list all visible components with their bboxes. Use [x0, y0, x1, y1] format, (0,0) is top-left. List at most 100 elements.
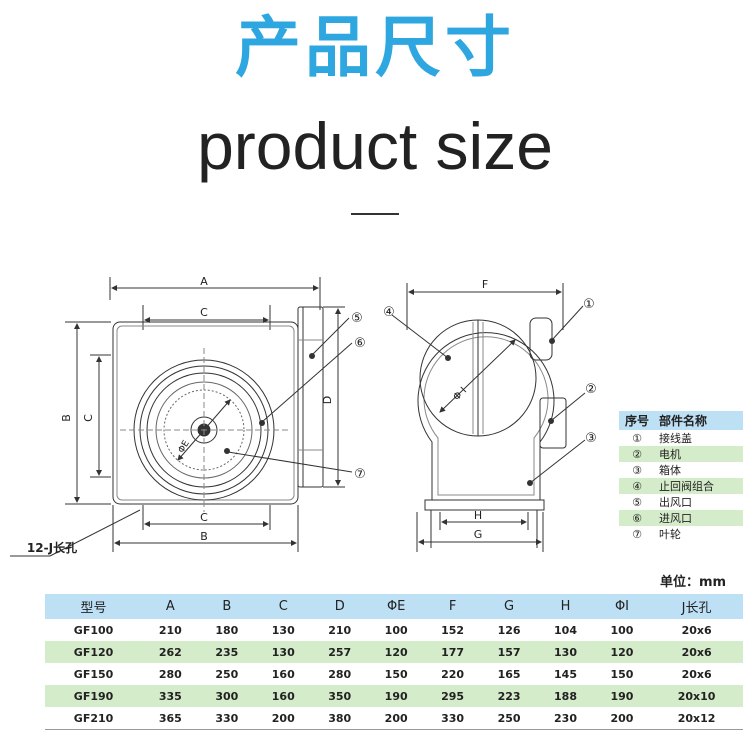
table-row: GF120 262 235 130 257 120 177 157 130 12…	[45, 641, 743, 663]
label-F: F	[482, 278, 488, 291]
table-cell: 210	[158, 623, 182, 637]
callout-7-front: ⑦	[354, 467, 366, 482]
table-cell: 20x10	[650, 685, 743, 707]
table-cell: 145	[554, 667, 577, 681]
table-cell: 330	[424, 707, 481, 730]
table-cell: 200	[593, 707, 651, 730]
table-cell: 150	[384, 667, 408, 681]
table-cell: 20x6	[681, 623, 712, 637]
table-cell: 280	[158, 667, 182, 681]
table-row: GF210 365 330 200 380 200 330 250 230 20…	[45, 707, 743, 730]
table-cell: 130	[255, 641, 312, 663]
table-cell: GF120	[45, 641, 143, 663]
legend-num: ③	[632, 463, 642, 477]
label-B-left: B	[60, 414, 73, 422]
table-cell: GF100	[73, 623, 114, 637]
spec-header: H	[537, 594, 594, 619]
table-cell: 280	[328, 667, 352, 681]
legend-num: ①	[632, 431, 642, 445]
table-cell: 262	[142, 641, 199, 663]
legend-num: ⑥	[619, 510, 655, 526]
unit-label: 单位：mm	[660, 575, 727, 590]
table-cell: 350	[311, 685, 368, 707]
table-cell: 223	[480, 685, 538, 707]
spec-header: A	[142, 594, 199, 619]
legend-name: 止回阀组合	[655, 478, 743, 494]
spec-header: ΦI	[593, 594, 651, 619]
table-cell: 120	[367, 641, 425, 663]
table-cell: 20x12	[650, 707, 743, 730]
legend-num: ②	[619, 446, 655, 462]
title-chinese: 产品尺寸	[235, 9, 515, 86]
legend-num: ④	[619, 478, 655, 494]
table-cell: GF150	[73, 667, 114, 681]
spec-header: J长孔	[650, 594, 743, 619]
title-divider	[351, 213, 399, 215]
callout-4-side: ④	[383, 305, 395, 320]
spec-header-row: 型号 A B C D ΦE F G H ΦI J长孔	[45, 594, 743, 619]
table-cell: 100	[384, 623, 408, 637]
label-E: ΦE	[177, 439, 192, 455]
legend-name: 电机	[655, 446, 743, 462]
callout-6-front: ⑥	[354, 336, 366, 351]
legend-name: 进风口	[655, 510, 743, 526]
callout-1-side: ①	[583, 297, 595, 312]
table-cell: 365	[142, 707, 199, 730]
label-C-bottom: C	[200, 511, 208, 524]
table-cell: 20x6	[681, 667, 712, 681]
table-cell: 130	[537, 641, 594, 663]
table-cell: 165	[497, 667, 521, 681]
table-cell: 220	[441, 667, 465, 681]
spec-header: B	[198, 594, 256, 619]
legend-name: 叶轮	[659, 528, 681, 541]
table-cell: 295	[424, 685, 481, 707]
spec-header: ΦE	[367, 594, 425, 619]
legend-name: 接线盖	[659, 432, 692, 445]
table-cell: 100	[610, 623, 634, 637]
table-cell: 230	[537, 707, 594, 730]
table-cell: 180	[215, 623, 239, 637]
label-hole: 12-J长孔	[27, 540, 77, 555]
callout-5-front: ⑤	[351, 311, 363, 326]
label-C-top: C	[200, 306, 208, 319]
table-cell: 104	[554, 623, 577, 637]
table-cell: 200	[255, 707, 312, 730]
table-cell: GF210	[45, 707, 143, 730]
table-cell: 257	[311, 641, 368, 663]
table-cell: 200	[367, 707, 425, 730]
table-row: GF190 335 300 160 350 190 295 223 188 19…	[45, 685, 743, 707]
spec-header: 型号	[45, 594, 143, 619]
label-I: Φ I	[451, 385, 469, 403]
legend-header-num: 序号	[619, 411, 655, 430]
label-D: D	[321, 396, 334, 404]
table-cell: 335	[142, 685, 199, 707]
legend-num: ⑤	[632, 495, 642, 509]
table-cell: 210	[328, 623, 352, 637]
table-cell: 177	[424, 641, 481, 663]
side-view-dots	[445, 338, 555, 486]
side-view	[391, 283, 586, 552]
front-view	[10, 277, 353, 557]
technical-drawing: A C C B B C D ΦE 12-J长孔 ⑤ ⑥ ⑦	[10, 275, 597, 557]
label-A: A	[200, 275, 208, 288]
table-cell: 380	[311, 707, 368, 730]
table-cell: GF190	[45, 685, 143, 707]
table-cell: 20x6	[650, 641, 743, 663]
table-cell: 300	[198, 685, 256, 707]
table-cell: 160	[255, 685, 312, 707]
front-view-dots	[224, 353, 315, 454]
table-cell: 160	[271, 667, 295, 681]
table-cell: 235	[198, 641, 256, 663]
table-cell: 250	[480, 707, 538, 730]
table-cell: 250	[215, 667, 239, 681]
table-cell: 190	[593, 685, 651, 707]
table-row: GF150 280 250 160 280 150 220 165 145 15…	[45, 663, 743, 685]
spec-header: C	[255, 594, 312, 619]
callout-3-side: ③	[585, 431, 597, 446]
legend-name: 出风口	[659, 496, 692, 509]
legend-num: ⑦	[632, 527, 642, 541]
callout-2-side: ②	[585, 382, 597, 397]
spec-table: 型号 A B C D ΦE F G H ΦI J长孔 GF100 210 180…	[45, 594, 743, 730]
spec-header: D	[311, 594, 368, 619]
table-cell: 152	[441, 623, 465, 637]
